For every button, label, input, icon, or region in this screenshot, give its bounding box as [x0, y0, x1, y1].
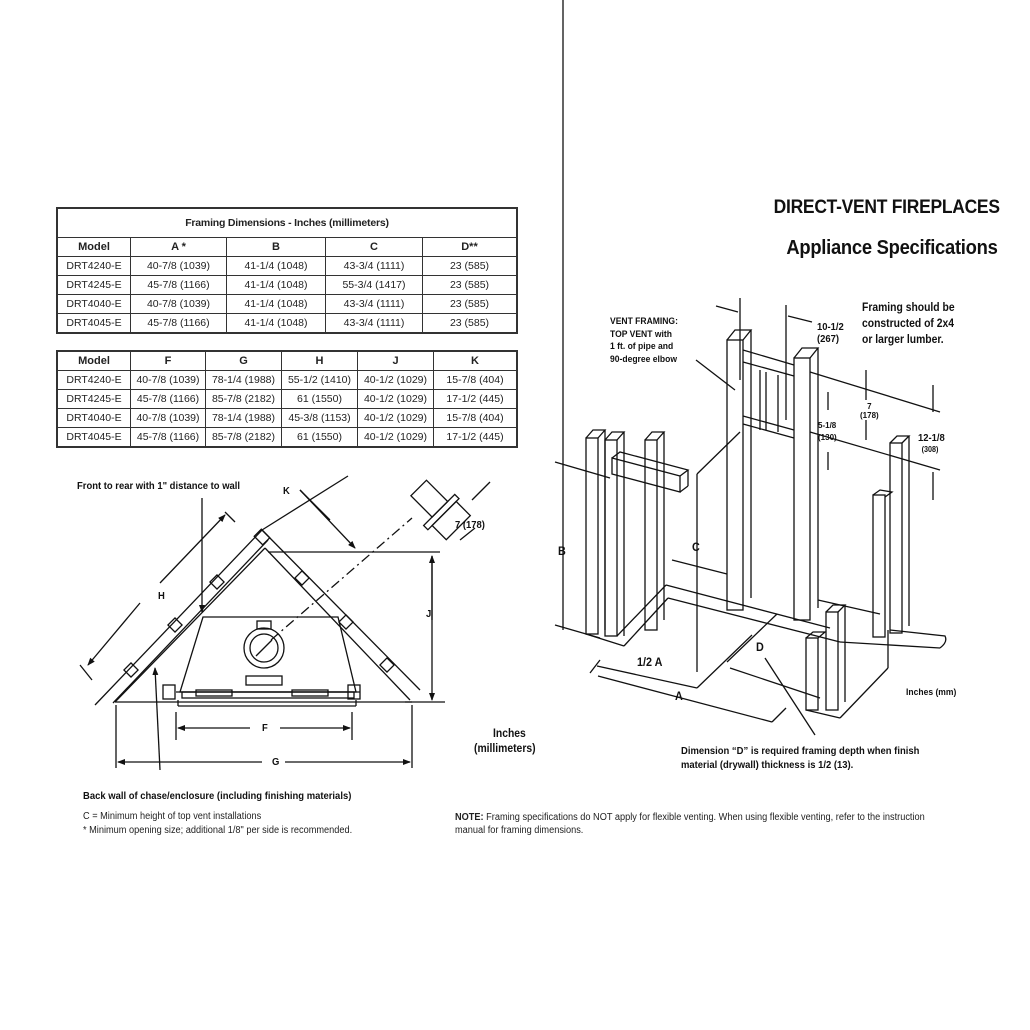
c-footnote: C = Minimum height of top vent installat… [83, 811, 262, 822]
col-header: J [357, 350, 434, 371]
vent-framing-line: 90-degree elbow [610, 353, 678, 365]
dim-value: 10-1/2 [817, 321, 844, 333]
table-cell: 15-7/8 (404) [433, 370, 518, 390]
vent-framing-note: VENT FRAMING: TOP VENT with 1 ft. of pip… [610, 316, 678, 366]
units-label-mm: (millimeters) [474, 743, 536, 755]
dim-value-mm: (130) [818, 433, 837, 442]
table-cell: DRT4045-E [56, 427, 131, 448]
table-row: DRT4045-E 45-7/8 (1166) 41-1/4 (1048) 43… [56, 313, 518, 334]
table-cell: 17-1/2 (445) [433, 427, 518, 448]
table-cell: 45-7/8 (1166) [130, 313, 227, 334]
star-footnote: * Minimum opening size; additional 1/8" … [83, 825, 353, 836]
units-label-inches: Inches [493, 728, 526, 740]
table-row: DRT4040-E 40-7/8 (1039) 41-1/4 (1048) 43… [56, 294, 518, 314]
dim-value-mm: (267) [817, 333, 840, 345]
table-row: DRT4040-E 40-7/8 (1039) 78-1/4 (1988) 45… [56, 408, 518, 428]
dimension-d-note: Dimension “D” is required framing depth … [681, 744, 919, 772]
note-text: Framing specifications do NOT apply for … [483, 812, 925, 823]
table-cell: 40-7/8 (1039) [130, 256, 227, 276]
table-cell: 40-1/2 (1029) [357, 427, 434, 448]
table-cell: DRT4040-E [56, 408, 131, 428]
table-header-row: Model A * B C D** [56, 237, 518, 257]
dim-5-1-8-label: 5-1/8 (130) [818, 420, 837, 444]
table-cell: 15-7/8 (404) [433, 408, 518, 428]
d-note-line: Dimension “D” is required framing depth … [681, 745, 920, 757]
table-cell: 40-1/2 (1029) [357, 370, 434, 390]
d-note-line: material (drywall) thickness is 1/2 (13)… [681, 759, 854, 771]
width-dim-label: 10-1/2 (267) [817, 321, 844, 345]
table-cell: 45-3/8 (1153) [281, 408, 358, 428]
dim-h-label: H [158, 590, 165, 602]
dim-j-label: J [426, 608, 432, 620]
table-cell: 78-1/4 (1988) [205, 370, 282, 390]
lumber-note: Framing should be constructed of 2x4 or … [862, 300, 955, 348]
table-cell: 55-3/4 (1417) [325, 275, 423, 295]
table-cell: 85-7/8 (2182) [205, 427, 282, 448]
dim-value: 5-1/8 [818, 421, 837, 430]
note-text-2: manual for framing dimensions. [455, 825, 584, 836]
framing-dimensions-table-1: Framing Dimensions - Inches (millimeters… [56, 207, 518, 334]
table-row: DRT4240-E 40-7/8 (1039) 78-1/4 (1988) 55… [56, 370, 518, 390]
flexible-venting-note: NOTE: Framing specifications do NOT appl… [455, 811, 989, 837]
table-header-row: Model F G H J K [56, 350, 518, 371]
table-row: DRT4245-E 45-7/8 (1166) 85-7/8 (2182) 61… [56, 389, 518, 409]
page-subtitle: Appliance Specifications [786, 237, 998, 259]
lumber-note-line: Framing should be [862, 302, 955, 314]
dim-value: 7 [867, 402, 872, 411]
table-cell: 41-1/4 (1048) [226, 256, 326, 276]
table-cell: 40-7/8 (1039) [130, 294, 227, 314]
table-cell: 41-1/4 (1048) [226, 313, 326, 334]
dim-b-label: B [558, 544, 566, 558]
dim-g-label: G [272, 756, 280, 768]
lumber-note-line: constructed of 2x4 [862, 318, 955, 330]
dim-12-1-8-label: 12-1/8 (308) [918, 432, 945, 456]
table-cell: 43-3/4 (1111) [325, 294, 423, 314]
dim-d-label: D [756, 640, 764, 654]
table-cell: 43-3/4 (1111) [325, 313, 423, 334]
dim-value-mm: (178) [860, 411, 879, 420]
dim-7-label: 7 (178) [860, 402, 879, 420]
table-cell: 40-7/8 (1039) [130, 408, 206, 428]
table-cell: 45-7/8 (1166) [130, 427, 206, 448]
note-label: NOTE: [455, 812, 484, 823]
framing-dimensions-table-2: Model F G H J K DRT4240-E 40-7/8 (1039) … [56, 350, 518, 448]
dim-k-label: K [283, 485, 290, 497]
table-row: DRT4240-E 40-7/8 (1039) 41-1/4 (1048) 43… [56, 256, 518, 276]
dim-half-a-label: 1/2 A [637, 655, 663, 669]
table-cell: 23 (585) [422, 275, 518, 295]
vent-framing-line: 1 ft. of pipe and [610, 341, 674, 352]
dim-value-mm: (308) [921, 445, 939, 454]
table-cell: 23 (585) [422, 294, 518, 314]
page-title: DIRECT-VENT FIREPLACES [773, 197, 1000, 218]
table-row: DRT4045-E 45-7/8 (1166) 85-7/8 (2182) 61… [56, 427, 518, 448]
table-cell: 40-1/2 (1029) [357, 389, 434, 409]
table-cell: 41-1/4 (1048) [226, 294, 326, 314]
table-cell: DRT4040-E [56, 294, 131, 314]
lumber-note-line: or larger lumber. [862, 334, 944, 346]
back-wall-label: Back wall of chase/enclosure (including … [83, 790, 352, 802]
front-to-rear-label: Front to rear with 1" distance to wall [77, 480, 241, 492]
vent-framing-line: VENT FRAMING: [610, 316, 678, 327]
vent-framing-line: TOP VENT with [610, 328, 672, 340]
table-cell: 23 (585) [422, 256, 518, 276]
dim-a-label: A [675, 689, 683, 703]
dim-c-label: C [692, 540, 700, 554]
table-cell: DRT4045-E [56, 313, 131, 334]
framing-units-label: Inches (mm) [906, 687, 957, 698]
dim-f-label: F [262, 722, 268, 734]
table-cell: 40-1/2 (1029) [357, 408, 434, 428]
dim-value: 12-1/8 [918, 432, 945, 444]
table-cell: 45-7/8 (1166) [130, 389, 206, 409]
table-cell: 23 (585) [422, 313, 518, 334]
vent-offset-label: 7 (178) [455, 519, 485, 531]
